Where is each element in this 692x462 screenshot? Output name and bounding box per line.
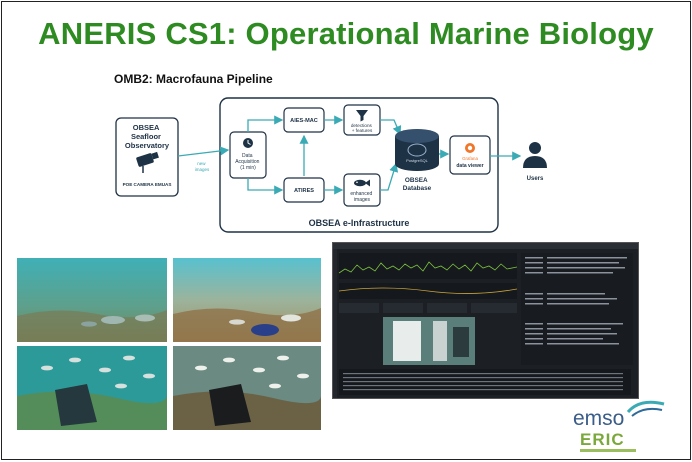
database-line: OBSEA — [405, 177, 428, 184]
acquisition-line: Data — [242, 153, 253, 159]
e-infrastructure-label: OBSEA e-Infrastructure — [309, 218, 410, 228]
enhanced-line: enhanced — [350, 191, 372, 197]
observatory-title-line: OBSEA — [133, 123, 160, 132]
observatory-title-line: Seafloor — [131, 132, 161, 141]
emso-wave-mark — [626, 400, 665, 417]
svg-text:Data Acquisition: Data Acquisition (1 min) — [235, 153, 261, 171]
user-icon — [523, 142, 547, 168]
users-label: Users — [527, 176, 544, 182]
enhanced-line: images — [354, 197, 371, 203]
grafana-viewer-node: Grafana data viewer — [449, 135, 491, 175]
funnel-icon — [356, 110, 368, 122]
observatory-title-line: Observatory — [125, 141, 170, 150]
camera-icon — [136, 151, 159, 173]
underwater-photo-enhanced-1 — [173, 258, 321, 342]
aies-mac-node: AIES-MAC — [283, 107, 325, 133]
database-line: Database — [403, 185, 432, 192]
svg-text:OBSEA Seafloor: OBSEA Seafloor Observatory — [125, 123, 170, 150]
grafana-brand: Grafana — [462, 156, 478, 161]
e-infrastructure-boundary — [219, 97, 499, 233]
svg-text:OBSEA Database: OBSEA Database — [403, 177, 432, 192]
aies-mac-label: AIES-MAC — [290, 118, 318, 124]
edge-label-line: new — [197, 161, 206, 166]
camera-label: POE CAMERA EMUAS — [123, 182, 172, 187]
data-viewer-label: data viewer — [456, 163, 483, 169]
slide-subtitle: OMB2: Macrofauna Pipeline — [114, 72, 273, 86]
pipeline-diagram: OBSEA e-Infrastructure OBSEA Seafloor Ob… — [115, 97, 547, 233]
fish-icon — [354, 179, 370, 187]
svg-text:detections + features: detections + features — [351, 123, 373, 133]
observatory-node: OBSEA Seafloor Observatory POE CAMERA EM… — [115, 117, 179, 197]
emso-wordmark: emso — [573, 407, 625, 430]
eric-underline — [580, 449, 636, 452]
data-acquisition-node: Data Acquisition (1 min) — [229, 131, 267, 179]
database-icon: PostgreSQL — [395, 129, 439, 171]
edge-label-line: images — [195, 167, 210, 172]
acquisition-line: (1 min) — [240, 165, 256, 171]
underwater-photo-raw-1 — [17, 258, 167, 342]
underwater-photo-enhanced-2 — [173, 346, 321, 430]
acquisition-line: Acquisition — [235, 159, 259, 165]
grafana-icon — [465, 143, 475, 153]
eric-wordmark: ERIC — [580, 430, 625, 449]
underwater-photo-raw-2 — [17, 346, 167, 430]
detections-line: detections — [351, 123, 373, 128]
detections-line: + features — [352, 128, 373, 133]
slide-title: ANERIS CS1: Operational Marine Biology — [38, 16, 654, 51]
enhanced-images-node: enhanced images — [343, 173, 381, 207]
detections-node: detections + features — [343, 104, 381, 136]
grafana-dashboard-screenshot — [332, 242, 639, 399]
svg-text:new images: new images — [195, 161, 210, 172]
database-logo-text: PostgreSQL — [406, 158, 429, 163]
clock-icon — [243, 138, 253, 148]
svg-text:enhanced images: enhanced images — [350, 191, 373, 203]
atires-node: ATIRES — [283, 177, 325, 203]
atires-label: ATIRES — [294, 188, 314, 194]
